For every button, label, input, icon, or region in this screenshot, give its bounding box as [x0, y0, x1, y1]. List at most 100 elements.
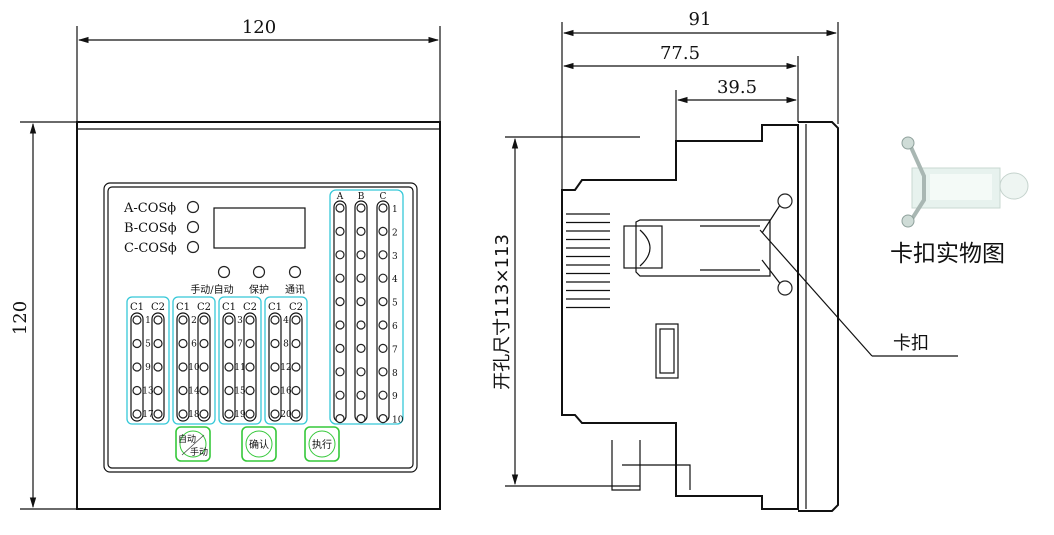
- capacitor-led: [291, 315, 301, 325]
- capacitor-led-track: [289, 312, 303, 422]
- capacitor-group-header: C2: [289, 302, 303, 313]
- phase-led: [335, 343, 345, 353]
- cos-indicator-label: C-COSϕ: [124, 241, 177, 256]
- confirm-button[interactable]: 确认: [241, 426, 277, 462]
- capacitor-led: [270, 385, 280, 396]
- status-led-label: 手动/自动: [190, 283, 233, 296]
- capacitor-led: [245, 362, 255, 372]
- capacitor-led: [224, 315, 234, 325]
- phase-led: [356, 343, 366, 353]
- auto-manual-button[interactable]: 自动 手动: [175, 426, 211, 462]
- auto-label: 自动: [178, 433, 196, 445]
- capacitor-group-header: C2: [151, 302, 165, 313]
- capacitor-group-header: C1: [130, 302, 144, 313]
- front-housing: [76, 121, 441, 510]
- capacitor-led: [178, 362, 188, 372]
- capacitor-number: 6: [191, 340, 197, 350]
- front-height-dimension: 120: [10, 121, 77, 510]
- capacitor-led: [199, 338, 209, 349]
- capacitor-led: [270, 315, 280, 325]
- capacitor-led: [245, 338, 255, 349]
- phase-led: [335, 414, 345, 424]
- capacitor-led: [291, 385, 301, 396]
- capacitor-led: [245, 409, 255, 419]
- phase-led: [378, 226, 388, 236]
- phase-header: C: [380, 192, 387, 202]
- capacitor-number: 1: [145, 316, 151, 326]
- manual-label: 手动: [190, 446, 208, 458]
- photo-caption: 卡扣实物图: [890, 241, 1005, 267]
- capacitor-led: [270, 362, 280, 372]
- phase-led: [335, 250, 345, 260]
- cos-indicator-led: [186, 200, 200, 214]
- phase-led: [378, 250, 388, 260]
- capacitor-led: [132, 338, 142, 349]
- phase-led: [356, 367, 366, 377]
- capacitor-number: 14: [188, 387, 200, 397]
- capacitor-number: 19: [234, 410, 246, 420]
- capacitor-group-frame: [218, 296, 262, 425]
- phase-number: 8: [392, 369, 398, 379]
- display-window: [213, 207, 306, 249]
- capacitor-led: [245, 315, 255, 325]
- phase-number: 2: [392, 228, 398, 238]
- status-led-label: 保护: [249, 283, 269, 296]
- phase-number: 7: [392, 345, 398, 355]
- front-height-label: 120: [10, 301, 31, 335]
- capacitor-led: [199, 362, 209, 372]
- phase-led: [356, 273, 366, 283]
- capacitor-led: [178, 385, 188, 396]
- capacitor-group-header: C2: [243, 302, 257, 313]
- capacitor-number: 2: [191, 316, 197, 326]
- capacitor-led-track: [197, 312, 211, 422]
- capacitor-led: [224, 409, 234, 419]
- phase-led: [356, 390, 366, 400]
- capacitor-group-frame: [264, 296, 308, 425]
- capacitor-led-track: [268, 312, 282, 422]
- capacitor-number: 11: [234, 363, 245, 373]
- capacitor-led: [132, 362, 142, 372]
- phase-number: 5: [392, 299, 398, 309]
- phase-led: [378, 367, 388, 377]
- capacitor-led: [291, 338, 301, 349]
- phase-led: [378, 343, 388, 353]
- side-housing: [561, 121, 839, 512]
- side-dimension-total: 91: [562, 9, 838, 37]
- status-led-row: 手动/自动保护通讯: [190, 265, 305, 296]
- capacitor-led: [199, 385, 209, 396]
- phase-led: [335, 273, 345, 283]
- execute-button[interactable]: 执行: [304, 426, 340, 462]
- front-panel: [103, 182, 418, 473]
- capacitor-number: 7: [237, 340, 243, 350]
- phase-number: 4: [392, 275, 398, 285]
- capacitor-led: [153, 362, 163, 372]
- cos-indicator-led: [186, 240, 200, 254]
- phase-header: A: [336, 192, 344, 202]
- capacitor-group-frame: [126, 296, 170, 425]
- capacitor-number: 12: [280, 363, 291, 373]
- phase-number: 10: [392, 416, 404, 426]
- capacitor-led: [132, 385, 142, 396]
- capacitor-led: [224, 385, 234, 396]
- phase-led: [335, 320, 345, 330]
- capacitor-number: 18: [188, 410, 200, 420]
- capacitor-led: [178, 338, 188, 349]
- capacitor-group-header: C1: [222, 302, 236, 313]
- capacitor-led-track: [151, 312, 165, 422]
- phase-led: [356, 320, 366, 330]
- phase-number: 9: [392, 392, 398, 402]
- phase-led: [378, 273, 388, 283]
- capacitor-led: [178, 315, 188, 325]
- phase-led: [378, 320, 388, 330]
- capacitor-led-track: [243, 312, 257, 422]
- phase-led: [378, 414, 388, 424]
- dim-mid-label: 77.5: [660, 43, 700, 64]
- capacitor-number: 5: [145, 340, 151, 350]
- cutout-label: 开孔尺寸113×113: [492, 234, 513, 390]
- phase-led: [356, 414, 366, 424]
- capacitor-led-track: [176, 312, 190, 422]
- capacitor-led: [178, 409, 188, 419]
- capacitor-led: [291, 362, 301, 372]
- capacitor-group-frame: [172, 296, 216, 425]
- capacitor-led: [199, 315, 209, 325]
